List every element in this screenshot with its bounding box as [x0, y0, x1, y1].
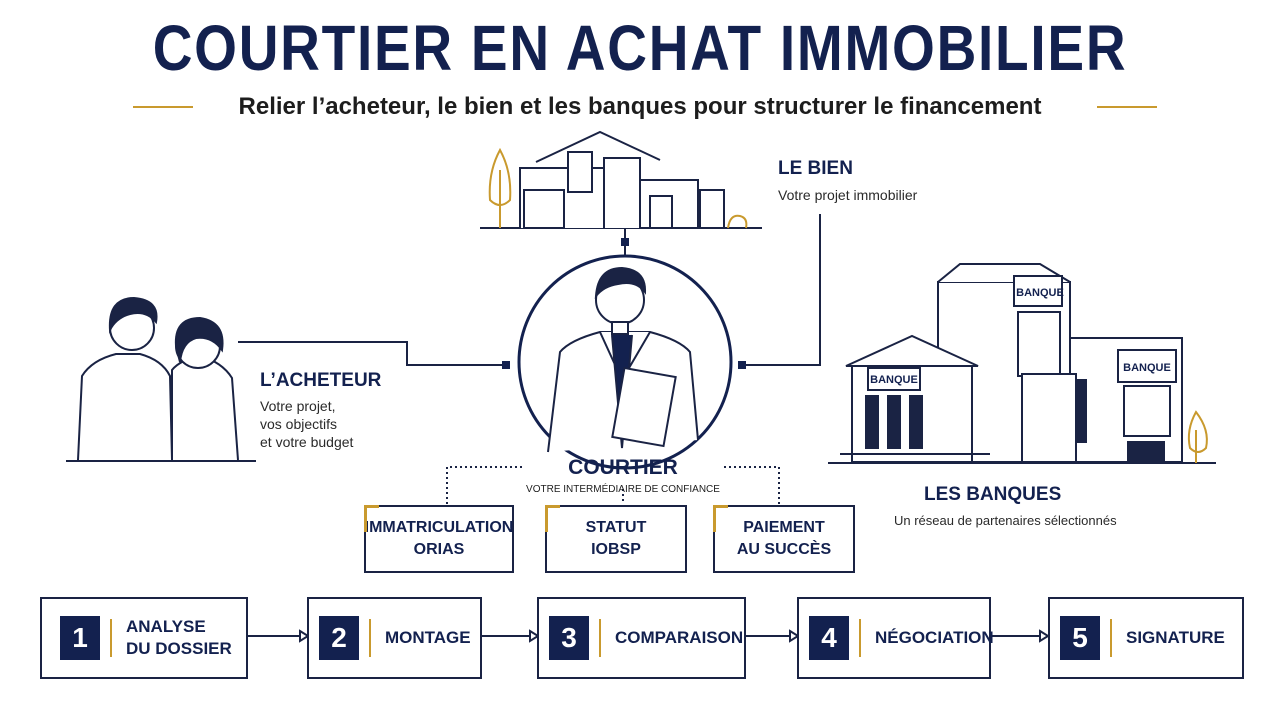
- bank-label-3: BANQUE: [1123, 362, 1171, 374]
- step-number: 3: [549, 616, 589, 660]
- acheteur-title: L’ACHETEUR: [260, 370, 382, 391]
- node-left: [502, 361, 510, 369]
- node-top: [621, 238, 629, 246]
- banks-icon: [828, 263, 1216, 464]
- step-negociation: 4 NÉGOCIATION: [797, 597, 994, 679]
- tree-icon: [488, 147, 748, 229]
- left-rule: [133, 106, 193, 108]
- right-rule: [1097, 106, 1157, 108]
- node-right: [738, 361, 746, 369]
- connector-banques: [742, 214, 821, 366]
- connector-acheteur: [238, 341, 506, 366]
- courtier-icon: [547, 266, 699, 453]
- banques-title: LES BANQUES: [924, 484, 1062, 505]
- dotted-connectors: [446, 466, 780, 504]
- step-montage: 2 MONTAGE: [307, 597, 482, 679]
- bank-label-2: BANQUE: [870, 374, 918, 386]
- step-number: 1: [60, 616, 100, 660]
- banques-desc: Un réseau de partenaires sélectionnés: [894, 513, 1117, 528]
- step-number: 4: [809, 616, 849, 660]
- bien-title: LE BIEN: [778, 158, 853, 179]
- page-title: COURTIER EN ACHAT IMMOBILIER: [152, 12, 1128, 84]
- step-number: 5: [1060, 616, 1100, 660]
- bank-label-1: BANQUE: [1016, 287, 1064, 299]
- page-subtitle: Relier l’acheteur, le bien et les banque…: [238, 93, 1042, 120]
- bien-desc: Votre projet immobilier: [778, 187, 918, 203]
- courtier-title: COURTIER: [568, 456, 678, 479]
- step-comparaison: 3 COMPARAISON: [537, 597, 746, 679]
- step-signature: 5 SIGNATURE: [1048, 597, 1244, 679]
- acheteur-desc: Votre projet, vos objectifs et votre bud…: [260, 398, 354, 450]
- bank-tree-icon: [1187, 410, 1208, 463]
- buyer-couple-icon: [66, 296, 256, 462]
- courtier-subtitle: VOTRE INTERMÉDIAIRE DE CONFIANCE: [526, 484, 720, 495]
- house-icon: [480, 130, 762, 229]
- step-number: 2: [319, 616, 359, 660]
